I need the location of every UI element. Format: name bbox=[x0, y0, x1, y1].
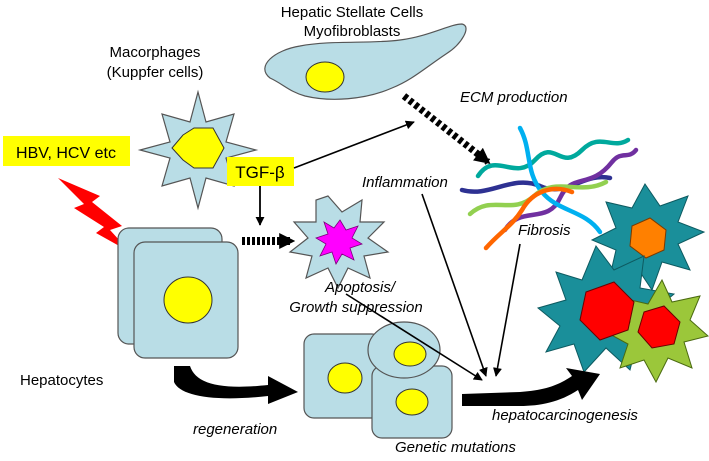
fibrosis-fibers bbox=[459, 125, 639, 251]
macrophage-nucleus bbox=[171, 127, 225, 169]
hepatocytes-label: Hepatocytes bbox=[20, 372, 103, 389]
regenerating-cells bbox=[303, 321, 453, 439]
tumor-red-large bbox=[579, 281, 635, 341]
apoptosis-label-2: Growth suppression bbox=[289, 299, 422, 316]
macrophage-cell bbox=[137, 89, 259, 211]
macrophage-label-1: Macorphages bbox=[110, 44, 201, 61]
hcc-label: hepatocarcinogenesis bbox=[492, 407, 638, 424]
macrophage-label-2: (Kuppfer cells) bbox=[107, 64, 204, 81]
tgf-highlight bbox=[227, 157, 294, 186]
arrows bbox=[242, 93, 521, 381]
tumor-red-small bbox=[637, 305, 681, 349]
hepatocyte-cells bbox=[117, 227, 239, 359]
arrow-hepatocarcinogenesis bbox=[462, 368, 600, 406]
arrow-inflammation-to-mutation bbox=[421, 193, 488, 377]
apoptosis-label-1: Apoptosis/ bbox=[324, 279, 397, 296]
apoptotic-cell bbox=[288, 195, 390, 290]
tumor-orange-nucleus bbox=[629, 217, 667, 259]
virus-label: HBV, HCV etc bbox=[16, 145, 116, 162]
lightning-icon bbox=[58, 178, 130, 252]
stellate-nucleus bbox=[305, 61, 345, 93]
inflammation-label: Inflammation bbox=[362, 174, 448, 191]
apoptotic-core bbox=[315, 219, 363, 265]
stellate-label-1: Hepatic Stellate Cells bbox=[281, 4, 424, 21]
genetic-label: Genetic mutations bbox=[395, 439, 516, 456]
arrow-stellate-to-fibrosis bbox=[401, 93, 491, 165]
tumor-cells bbox=[536, 183, 709, 384]
tgf-label: TGF-β bbox=[235, 163, 285, 182]
stellate-label-2: Myofibroblasts bbox=[304, 23, 401, 40]
arrow-regeneration bbox=[174, 366, 298, 404]
regeneration-label: regeneration bbox=[193, 421, 277, 438]
fibrosis-label: Fibrosis bbox=[518, 222, 571, 239]
stellate-cell bbox=[264, 23, 467, 100]
arrow-tgf-to-ecm bbox=[293, 120, 415, 169]
virus-highlight bbox=[3, 136, 130, 166]
ecm-label: ECM production bbox=[460, 89, 568, 106]
hepatocyte-nucleus bbox=[163, 276, 213, 324]
arrow-apoptosis-to-mutation bbox=[345, 293, 483, 381]
arrow-fibrosis-to-mutation bbox=[493, 243, 521, 377]
